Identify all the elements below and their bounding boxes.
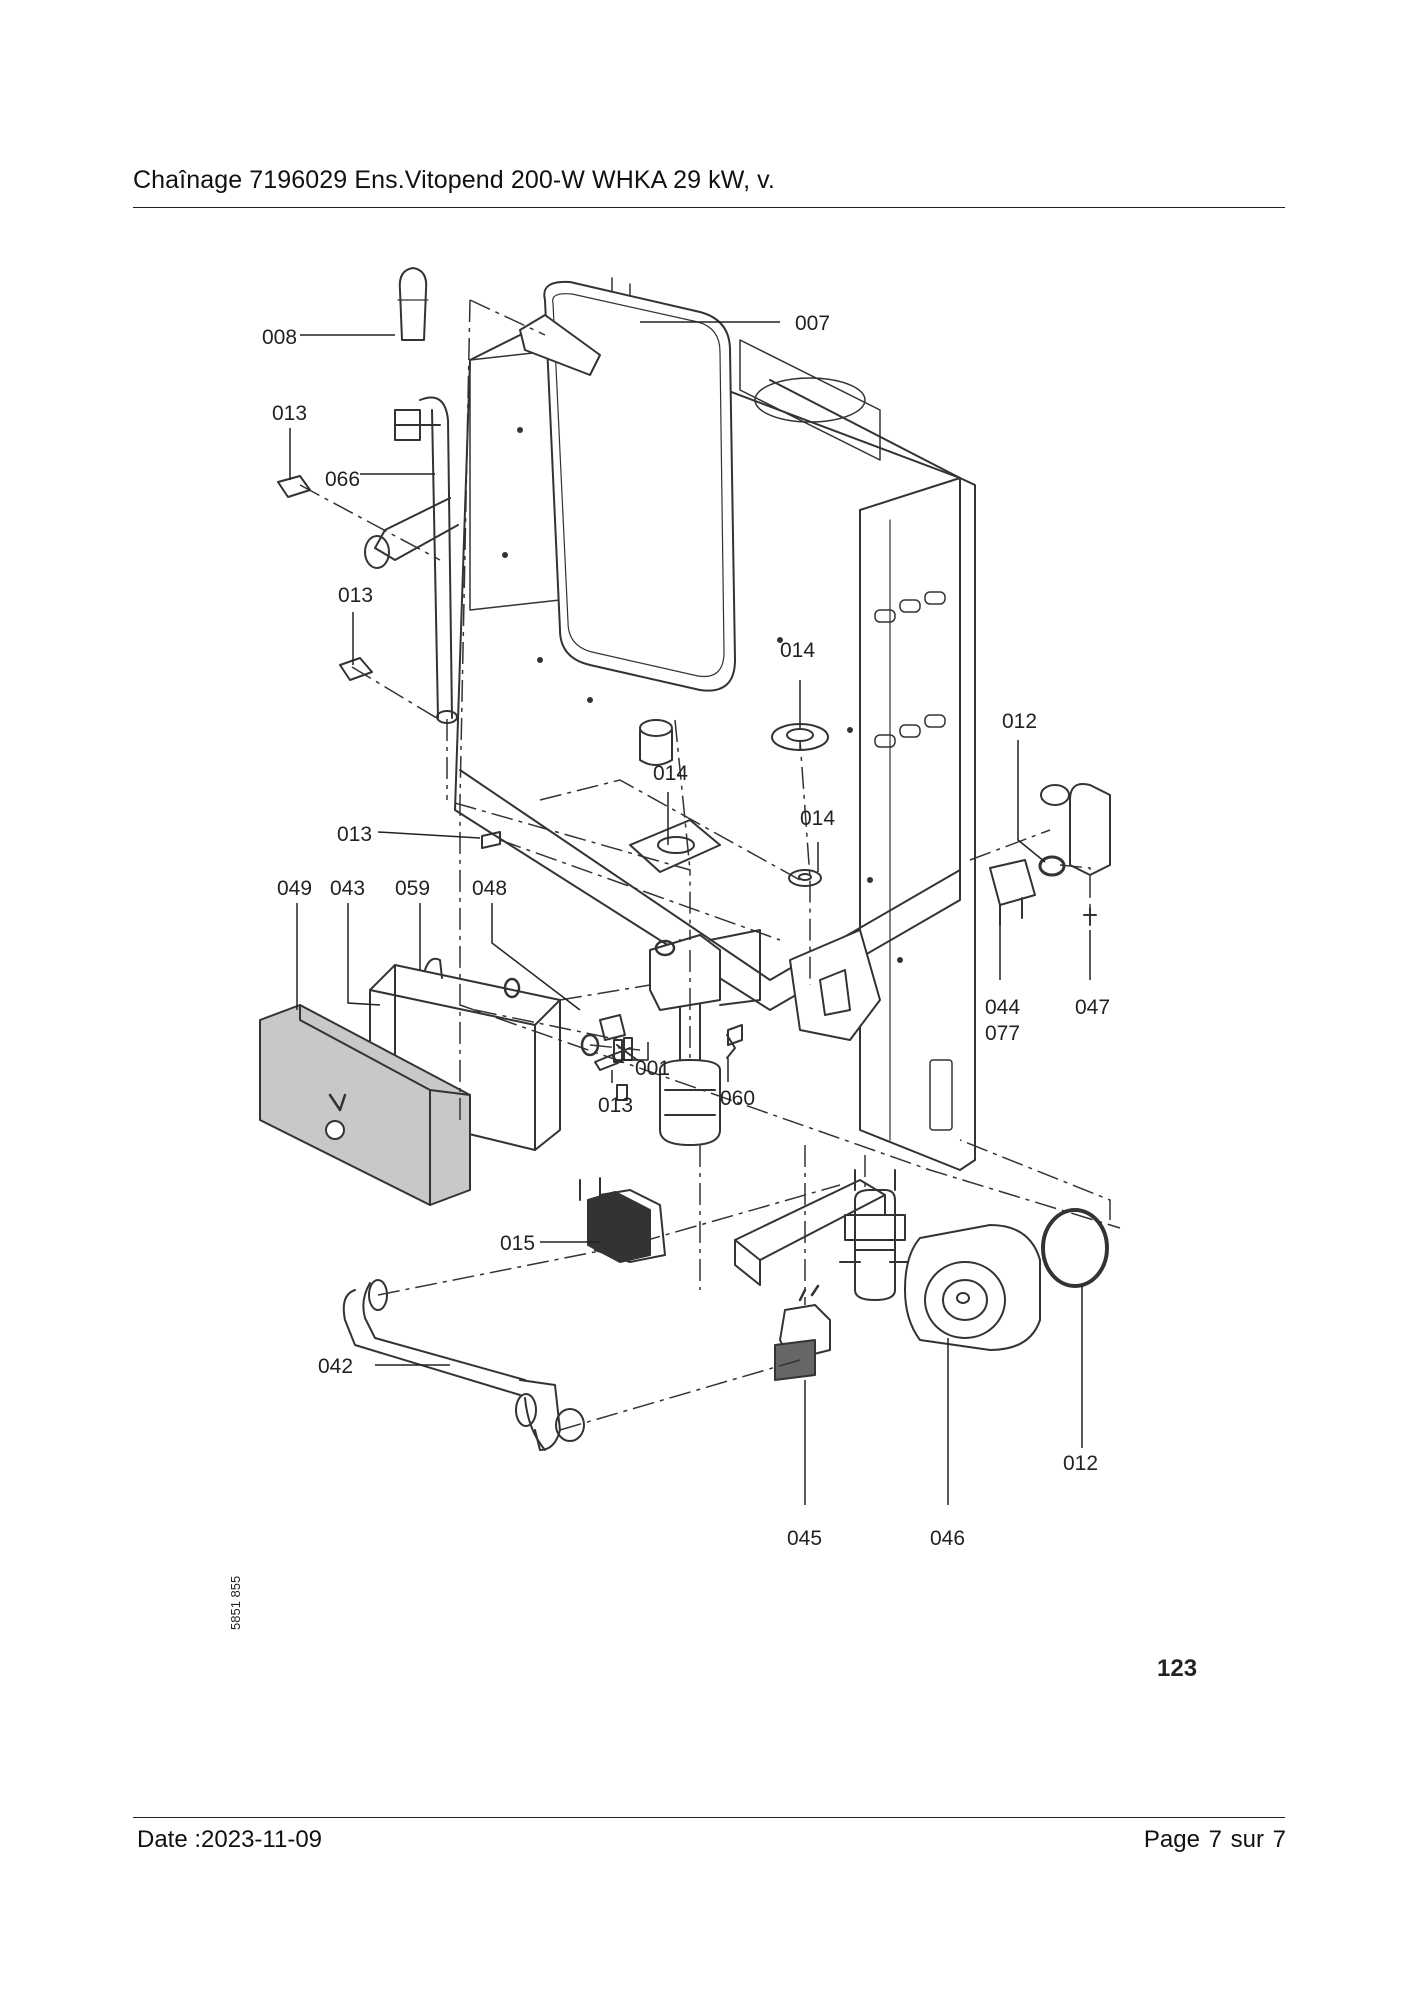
label-015: 015	[500, 1232, 535, 1255]
label-013: 013	[272, 402, 307, 425]
footer-date: Date :2023-11-09	[137, 1826, 323, 1853]
label-059: 059	[395, 877, 430, 900]
circulation-pump	[904, 1208, 1109, 1351]
expansion-vessel	[519, 277, 736, 692]
label-045: 045	[787, 1527, 822, 1550]
label-049: 049	[277, 877, 312, 900]
header-divider	[133, 207, 1285, 208]
label-046: 046	[930, 1527, 965, 1550]
ferrules	[629, 719, 829, 970]
page-number: Page 7 sur 7	[1143, 1826, 1286, 1853]
footer-divider	[133, 1817, 1285, 1818]
support-rail	[734, 1179, 886, 1286]
label-066: 066	[325, 468, 360, 491]
label-012: 012	[1002, 710, 1037, 733]
label-013: 013	[598, 1094, 633, 1117]
page-title: Chaînage 7196029 Ens.Vitopend 200-W WHKA…	[133, 166, 775, 194]
label-013: 013	[338, 584, 373, 607]
label-014: 014	[653, 762, 688, 785]
label-001: 001	[635, 1057, 670, 1080]
label-008: 008	[262, 326, 297, 349]
label-014: 014	[800, 807, 835, 830]
upper-hose	[364, 267, 459, 724]
label-047: 047	[1075, 996, 1110, 1019]
label-042: 042	[318, 1355, 353, 1378]
label-077: 077	[985, 1022, 1020, 1045]
label-043: 043	[330, 877, 365, 900]
label-014: 014	[780, 639, 815, 662]
label-044: 044	[985, 996, 1020, 1019]
lower-valves	[594, 1169, 911, 1381]
label-007: 007	[795, 312, 830, 335]
sensor-plug	[587, 1191, 651, 1263]
figure-number: 123	[1157, 1655, 1197, 1682]
right-connector	[989, 783, 1111, 926]
boiler-frame	[454, 319, 976, 1171]
drawing-code: 5851 855	[228, 1576, 243, 1630]
hydraulic-block	[503, 929, 881, 1249]
label-060: 060	[720, 1087, 755, 1110]
control-box	[259, 957, 561, 1206]
connecting-pipe	[342, 1279, 585, 1451]
label-048: 048	[472, 877, 507, 900]
label-012: 012	[1063, 1452, 1098, 1475]
label-013: 013	[337, 823, 372, 846]
